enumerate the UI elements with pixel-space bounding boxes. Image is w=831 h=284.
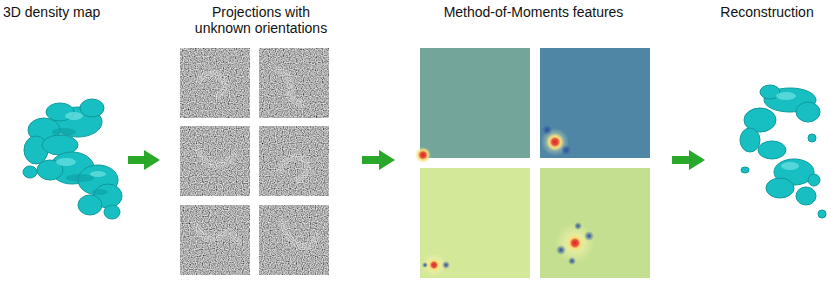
arrow-head [144,150,160,170]
moment-feature-panels [415,48,650,278]
reconstruction-map [740,85,826,218]
stage-panel: Reconstruction [705,0,829,284]
flow-arrow [672,150,705,170]
arrow-head [689,150,705,170]
stage-panel: 3D density map [0,0,128,284]
stage-heading: 3D density map [0,0,128,20]
stage-heading: Method-of-Moments features [395,0,672,20]
flow-arrow [362,150,395,170]
stage-panel: Method-of-Moments features [395,0,672,284]
projection-images [180,48,329,275]
density-map [23,99,122,219]
arrow-shaft [672,156,690,164]
stage-panel: Projections with unknown orientations [160,0,362,284]
stage-heading: Reconstruction [705,0,829,20]
arrow-shaft [362,156,380,164]
arrow-shaft [128,156,145,164]
arrow-head [379,150,395,170]
stage-heading: Projections with unknown orientations [186,0,336,36]
flow-arrow [128,150,160,170]
